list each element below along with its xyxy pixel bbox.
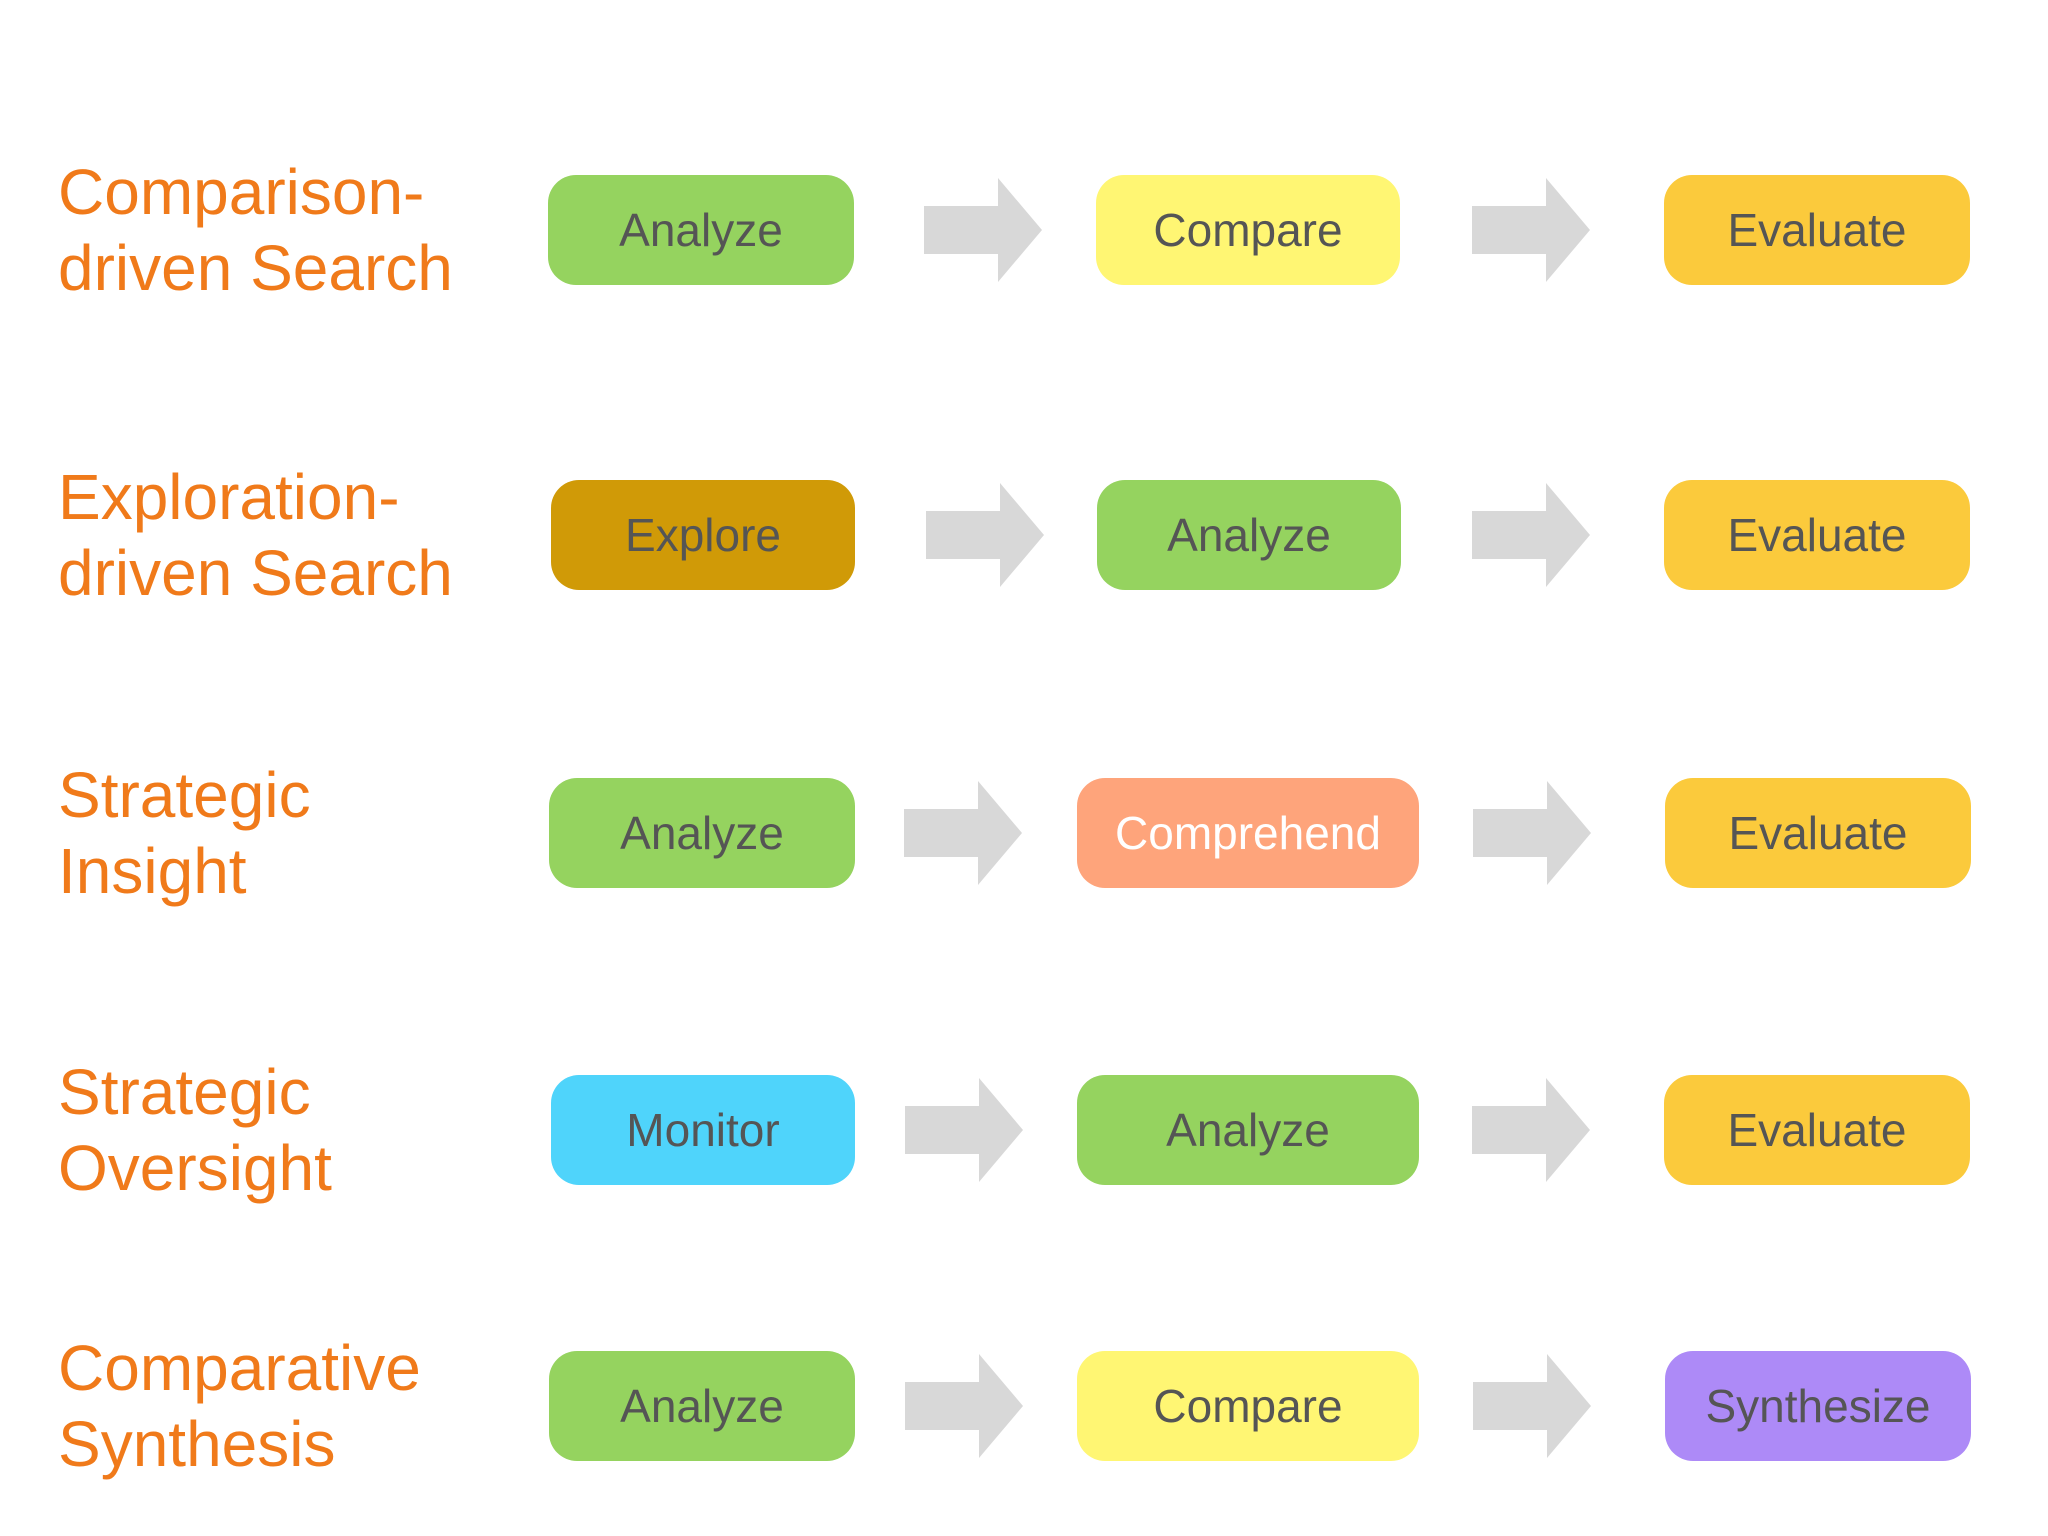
arrow-right-icon — [905, 1354, 1023, 1458]
row-title-line1: Comparison- — [58, 156, 425, 228]
row-title: Exploration- driven Search — [58, 459, 498, 611]
step-box: Evaluate — [1665, 778, 1971, 888]
step-box: Explore — [551, 480, 855, 590]
row-title-line2: Insight — [58, 835, 247, 907]
step-box: Analyze — [1097, 480, 1401, 590]
arrow-right-icon — [1472, 1078, 1590, 1182]
row-title-line1: Strategic — [58, 759, 311, 831]
step-box: Evaluate — [1664, 175, 1970, 285]
step-box: Evaluate — [1664, 1075, 1970, 1185]
arrow-right-icon — [1472, 178, 1590, 282]
step-box: Analyze — [549, 1351, 855, 1461]
row-title-line2: Oversight — [58, 1132, 332, 1204]
step-box: Synthesize — [1665, 1351, 1971, 1461]
arrow-right-icon — [1472, 483, 1590, 587]
step-box: Monitor — [551, 1075, 855, 1185]
row-title-line2: Synthesis — [58, 1408, 336, 1480]
workflow-row: Comparison- driven Search Analyze Compar… — [0, 130, 2048, 330]
arrow-right-icon — [904, 781, 1022, 885]
row-title: Strategic Oversight — [58, 1054, 498, 1206]
row-title: Strategic Insight — [58, 757, 498, 909]
workflow-row: Strategic Insight Analyze Comprehend Eva… — [0, 733, 2048, 933]
row-title-line1: Comparative — [58, 1332, 421, 1404]
arrow-right-icon — [1473, 781, 1591, 885]
row-title: Comparative Synthesis — [58, 1330, 498, 1482]
step-box: Analyze — [548, 175, 854, 285]
row-title-line1: Exploration- — [58, 461, 400, 533]
workflow-row: Comparative Synthesis Analyze Compare Sy… — [0, 1306, 2048, 1506]
step-box: Analyze — [1077, 1075, 1419, 1185]
workflow-row: Exploration- driven Search Explore Analy… — [0, 435, 2048, 635]
arrow-right-icon — [926, 483, 1044, 587]
workflow-row: Strategic Oversight Monitor Analyze Eval… — [0, 1030, 2048, 1230]
row-title: Comparison- driven Search — [58, 154, 498, 306]
row-title-line2: driven Search — [58, 232, 453, 304]
step-box: Evaluate — [1664, 480, 1970, 590]
step-box: Compare — [1096, 175, 1400, 285]
arrow-right-icon — [924, 178, 1042, 282]
arrow-right-icon — [905, 1078, 1023, 1182]
row-title-line1: Strategic — [58, 1056, 311, 1128]
step-box: Analyze — [549, 778, 855, 888]
step-box: Comprehend — [1077, 778, 1419, 888]
arrow-right-icon — [1473, 1354, 1591, 1458]
step-box: Compare — [1077, 1351, 1419, 1461]
row-title-line2: driven Search — [58, 537, 453, 609]
